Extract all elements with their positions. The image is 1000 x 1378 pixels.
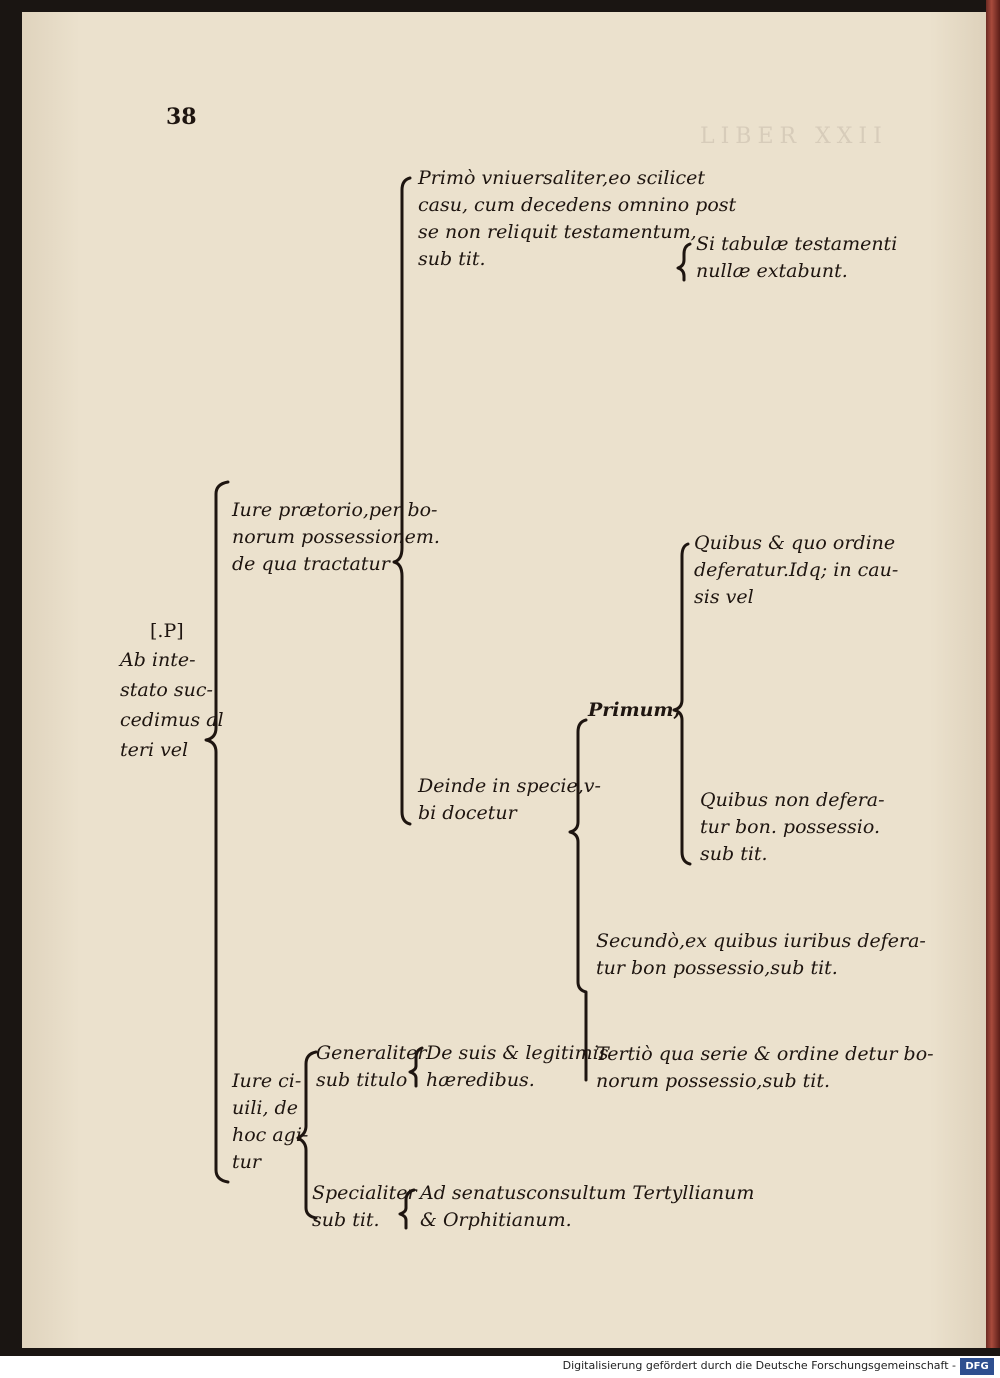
quibus-non-line: Quibus non defera- [700,789,885,811]
primo-text: Primò vniuersaliter,eo scilicet casu, cu… [418,165,736,273]
ad-senatus-text: Ad senatusconsultum Tertyllianum & Orphi… [420,1180,754,1234]
civili-brace [296,1050,318,1220]
root-line: stato suc- [120,679,213,701]
quibus-non-text: Quibus non defera- tur bon. possessio. s… [700,787,885,868]
ad-senatus-brace [398,1188,416,1230]
root-line: teri vel [120,739,189,761]
primo-line: casu, cum decedens omnino post [418,194,737,216]
deinde-text: Deinde in specie,v- bi docetur [418,773,601,827]
primo-line: sub tit. [418,248,486,270]
root-line: cedimus al [120,709,224,731]
quibus-quo-line: Quibus & quo ordine [694,532,896,554]
deinde-line: Deinde in specie,v- [418,775,601,797]
primo-line: Primò vniuersaliter,eo scilicet [418,167,706,189]
si-tabulae-line: nullæ extabunt. [696,260,848,282]
generaliter-line: sub titulo [316,1069,408,1091]
civili-line: hoc agi- [232,1124,309,1146]
civili-line: uili, de [232,1097,298,1119]
tertio-line: Tertiò qua serie & ordine detur bo- [596,1043,934,1065]
quibus-quo-text: Quibus & quo ordine deferatur.Idq; in ca… [694,530,898,611]
bleed-through-header: LIBER XXII [700,124,888,149]
primum-label: Primum, [588,699,681,721]
secundo-line: Secundò,ex quibus iuribus defera- [596,930,926,952]
deinde-line: bi docetur [418,802,517,824]
quibus-quo-line: deferatur.Idq; in cau- [694,559,899,581]
root-line: Ab inte- [120,649,196,671]
quibus-quo-line: sis vel [694,586,754,608]
civili-line: Iure ci- [232,1070,302,1092]
page-number: 38 [166,104,197,130]
ad-senatus-line: Ad senatusconsultum Tertyllianum [420,1182,755,1204]
iure-praetorio-text: Iure prætorio,per bo- norum possessionem… [232,497,440,578]
praetorio-brace [392,176,412,826]
ad-senatus-line: & Orphitianum. [420,1209,572,1231]
specialiter-line: sub tit. [312,1209,380,1231]
de-suis-line: De suis & legitimis [426,1042,609,1064]
praetorio-line: norum possessionem. [232,526,440,548]
generaliter-line: Generaliter [316,1042,427,1064]
si-tabulae-brace [676,242,692,282]
si-tabulae-text: Si tabulæ testamenti nullæ extabunt. [696,231,897,285]
primum-brace [672,542,692,866]
root-marker: [.P] [150,620,184,642]
secundo-text: Secundò,ex quibus iuribus defera- tur bo… [596,928,926,982]
book-page [22,12,988,1348]
praetorio-line: Iure prætorio,per bo- [232,499,438,521]
primo-line: se non reliquit testamentum, [418,221,697,243]
de-suis-brace [408,1046,424,1088]
generaliter-text: Generaliter sub titulo [316,1040,426,1094]
iure-civili-text: Iure ci- uili, de hoc agi- tur [232,1068,308,1176]
tertio-text: Tertiò qua serie & ordine detur bo- noru… [596,1041,934,1095]
specialiter-line: Specialiter [312,1182,417,1204]
quibus-non-line: tur bon. possessio. [700,816,880,838]
specialiter-text: Specialiter sub tit. [312,1180,417,1234]
root-brace [204,480,230,1184]
quibus-non-line: sub tit. [700,843,768,865]
footer-bar [0,1356,1000,1378]
de-suis-text: De suis & legitimis hæredibus. [426,1040,608,1094]
dfg-logo: DFG [960,1358,994,1375]
civili-line: tur [232,1151,261,1173]
secundo-line: tur bon possessio,sub tit. [596,957,838,979]
si-tabulae-line: Si tabulæ testamenti [696,233,898,255]
book-edge [986,0,1000,1348]
praetorio-line: de qua tractatur [232,553,390,575]
deinde-brace [568,718,588,1082]
de-suis-line: hæredibus. [426,1069,535,1091]
root-text: Ab inte- stato suc- cedimus al teri vel [120,645,224,765]
tertio-line: norum possessio,sub tit. [596,1070,831,1092]
footer-credit: Digitalisierung gefördert durch die Deut… [562,1359,956,1372]
